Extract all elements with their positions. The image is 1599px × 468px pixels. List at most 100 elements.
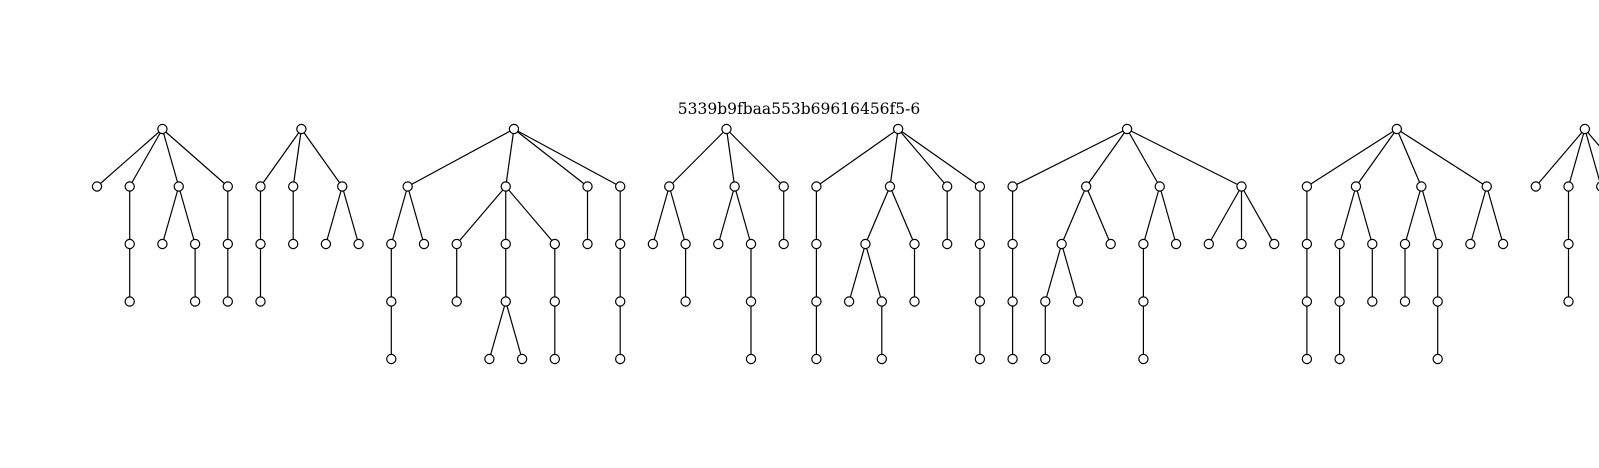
tree-node [222,238,233,250]
tree-edge [300,128,343,187]
tree-root-node [1121,123,1133,135]
tree-edge [325,186,343,245]
tree-node [942,181,953,192]
tree-edge [129,128,163,187]
tree-edge [734,186,752,245]
tree-edge [897,128,948,187]
tree-node [124,238,135,250]
tree-edge [1584,128,1599,147]
tree-node [516,353,528,365]
tree-edge [1306,128,1398,188]
tree-node [91,181,103,192]
tree-node [811,296,822,307]
tree-node [1138,238,1149,250]
tree-node [418,238,430,250]
tree-node [484,353,495,365]
tree-node [320,238,332,250]
tree-node [1432,238,1443,250]
tree-edge [161,128,180,187]
tree-node [386,296,397,307]
tree-edge [864,243,883,302]
tree-node [1170,238,1182,250]
tree-7 [1301,123,1509,365]
tree-edge [1584,128,1599,181]
tree-node [1334,238,1345,250]
tree-node [745,238,757,250]
tree-node [1138,296,1149,307]
tree-edge [178,186,196,245]
tree-node [745,353,757,365]
tree-node [778,238,789,250]
tree-node [1416,181,1427,192]
tree-root-node [1391,123,1403,135]
tree-root-node [157,123,168,135]
tree-node [1105,238,1116,250]
tree-edge [341,186,360,245]
tree-node [189,238,201,250]
tree-edge [889,128,899,187]
tree-node [1236,181,1247,192]
tree-node [1399,296,1411,307]
tree-edge [505,128,515,187]
tree-edge [1567,128,1586,187]
tree-node [288,238,299,250]
tree-edge [1355,128,1398,187]
tree-node [549,353,561,365]
tree-edge [1396,128,1488,188]
tree-node [615,353,626,365]
tree-8 [1530,123,1599,307]
tree-edge [717,186,736,245]
tree-node [1236,238,1247,250]
tree-node [1203,238,1215,250]
tree-edge [1535,128,1586,187]
tree-node [157,238,168,250]
tree-root-node [1579,123,1591,135]
tree-edge [1044,243,1063,302]
tree-edge [260,128,302,187]
tree-node [1465,238,1476,250]
tree-edge [726,128,785,187]
tree-node [615,296,626,307]
tree-node [1334,296,1345,307]
tree-node [811,238,822,250]
tree-edge [96,128,163,187]
tree-edge [1085,128,1128,187]
tree-node [909,238,920,250]
diagram-title: 5339b9fbaa553b69616456f5-6 [678,100,920,118]
tree-edge [1355,186,1373,245]
tree-node [876,353,888,365]
tree-node [778,181,789,192]
tree-node [745,296,757,307]
tree-edge [668,186,687,245]
tree-root-node [296,123,307,135]
tree-edge [1012,128,1128,188]
tree-node [1154,181,1165,192]
tree-node [876,296,888,307]
tree-node [1481,181,1492,192]
tree-node [1301,181,1313,192]
tree-edge [864,186,891,245]
trees-layer [91,123,1599,365]
tree-node [1072,296,1084,307]
tree-4 [647,123,789,365]
tree-node [451,238,462,250]
tree-edge [390,186,409,245]
tree-node [222,181,233,192]
tree-edge [897,128,981,187]
tree-node [1563,296,1574,307]
tree-node [680,238,691,250]
tree-node [909,296,920,307]
tree-node [664,181,675,192]
tree-edge [1061,186,1087,245]
tree-edge [1159,186,1177,245]
tree-edge [1469,186,1488,245]
tree-edge [505,186,556,245]
tree-edge [513,128,588,187]
tree-node [1007,296,1018,307]
tree-edge [505,301,523,360]
tree-edge [1240,186,1275,245]
tree-edge [407,128,515,188]
tree-node [1301,353,1313,365]
tree-node [680,296,691,307]
tree-edge [1396,128,1422,187]
